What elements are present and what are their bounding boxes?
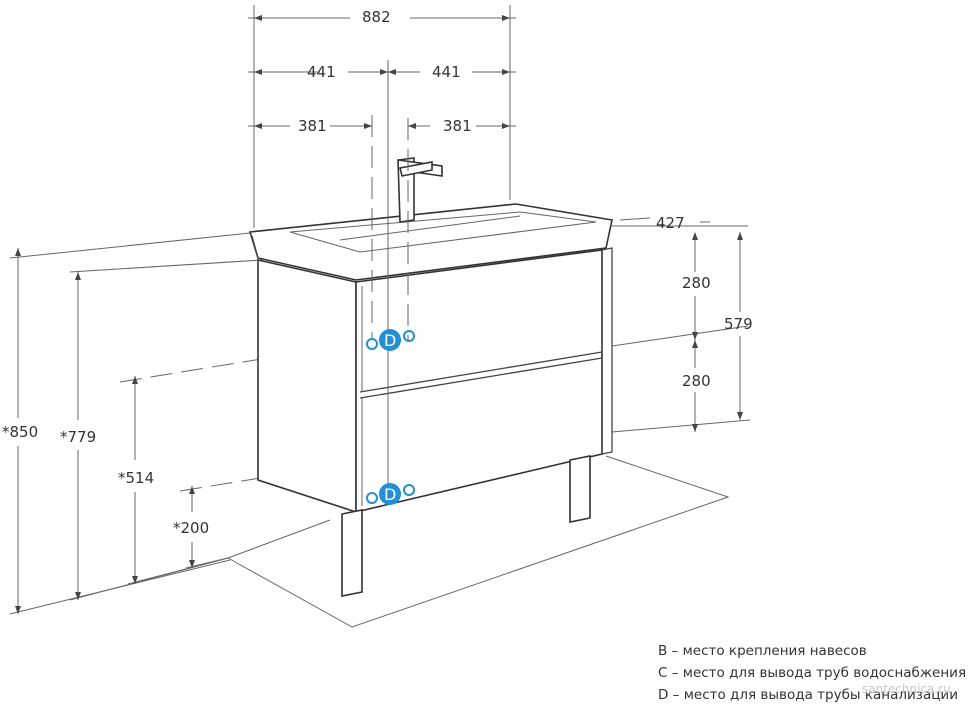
dim-total-height: *850 [2, 423, 38, 441]
left-dimension-lines [9, 248, 231, 615]
dim-depth: 427 [656, 214, 685, 232]
upper-connection-markers: D [366, 329, 415, 351]
dim-pipe-height: *514 [118, 469, 154, 487]
cabinet [257, 247, 613, 514]
dim-sink-height: *779 [60, 428, 96, 446]
dim-offset-left: 381 [298, 117, 327, 135]
supply-marker-left-upper [366, 338, 378, 350]
lower-connection-markers: D [366, 483, 415, 505]
drain-marker-upper [379, 329, 401, 351]
supply-marker-right-lower [403, 484, 415, 496]
dim-half-left: 441 [307, 63, 336, 81]
drain-label-upper: D [384, 331, 396, 350]
sink [248, 203, 613, 281]
dim-drawer-bottom: 280 [682, 372, 711, 390]
dim-half-right: 441 [432, 63, 461, 81]
right-dimension-lines [611, 217, 751, 433]
floor-outline [227, 455, 730, 628]
drain-label-lower: D [384, 485, 396, 504]
faucet-icon [397, 157, 443, 223]
dim-offset-right: 381 [443, 117, 472, 135]
dim-width-total: 882 [362, 8, 391, 26]
drain-marker-lower [379, 483, 401, 505]
supply-marker-right-upper [403, 330, 415, 342]
dim-drawer-top: 280 [682, 274, 711, 292]
legend-item-b: B – место крепления навесов [658, 643, 867, 659]
supply-marker-left-lower [366, 492, 378, 504]
dim-cabinet-height: 579 [724, 315, 753, 333]
legs [341, 455, 591, 597]
legend-item-c: C – место для вывода труб водоснабжения [658, 665, 967, 681]
legend-item-d: D – место для вывода трубы канализации [658, 687, 958, 703]
dim-leg-height: *200 [173, 519, 209, 537]
legend: B – место крепления навесов C – место дл… [658, 640, 970, 706]
pipe-lines [371, 60, 409, 490]
top-dimension-lines [248, 5, 516, 228]
watermark: santechnica.ru [862, 682, 951, 696]
